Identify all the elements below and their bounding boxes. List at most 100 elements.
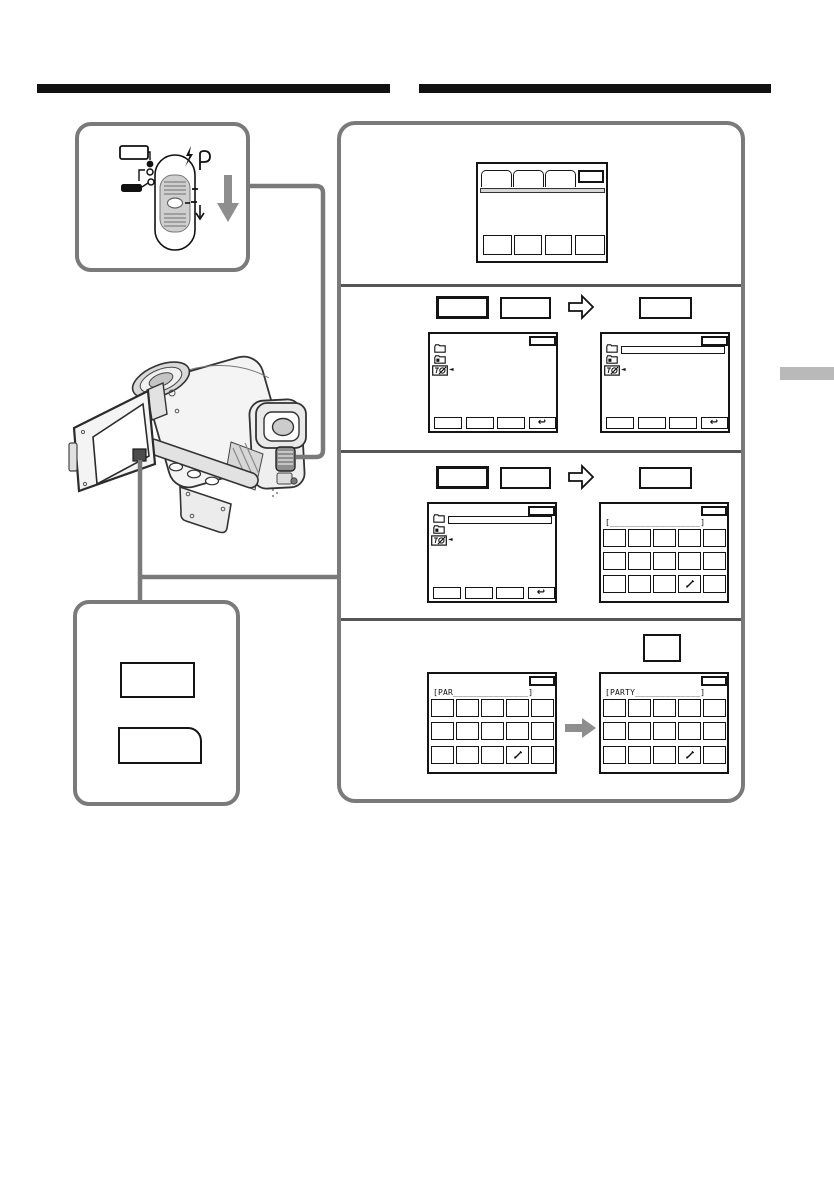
step-divider [341, 450, 741, 453]
character-key [481, 722, 504, 740]
character-key [703, 529, 726, 547]
cursor-icon: ◄ [621, 366, 626, 373]
grip-handle [179, 485, 232, 534]
next-step-arrow-icon [568, 463, 595, 491]
lens-barrel [131, 361, 191, 399]
character-key [431, 746, 454, 764]
screen-soft-key [464, 587, 493, 599]
character-key [431, 722, 454, 740]
character-key [653, 529, 676, 547]
menu-soft-key [544, 235, 572, 255]
pencil-icon [685, 579, 694, 588]
character-key [506, 722, 529, 740]
menu-tab [545, 170, 576, 187]
character-key [456, 699, 479, 717]
name-entry-line: [PARTY_____________] [605, 688, 706, 697]
character-key [678, 552, 701, 570]
mode-position-labels [119, 145, 155, 192]
power-switch-callout-box [75, 122, 250, 272]
step2-button-blank [500, 297, 551, 319]
pencil-icon [685, 750, 694, 759]
p-mark-icon [199, 150, 211, 170]
folder-marked-icon [434, 355, 446, 364]
character-keyboard-screen: [__________________] [599, 502, 729, 603]
lcd-panel [68, 389, 157, 493]
screen-soft-key [433, 587, 461, 599]
mode-label-blank [119, 145, 149, 160]
character-key [603, 722, 626, 740]
character-key [678, 699, 701, 717]
exit-button-blank [529, 336, 556, 346]
character-key [431, 699, 454, 717]
onscreen-button-blank [120, 662, 195, 698]
label-menu-screen: ◄ ↩ [428, 332, 558, 433]
character-key [653, 699, 676, 717]
page-edge-tab [780, 367, 834, 380]
exit-button-blank [528, 506, 555, 516]
selected-item-bar [621, 345, 725, 354]
step3-button-blank [436, 466, 489, 489]
character-key [531, 746, 554, 764]
menu-tab [513, 170, 544, 187]
exit-button-blank [701, 506, 727, 516]
menu-tab-selected [578, 170, 604, 183]
section-rule-left [37, 84, 390, 93]
character-key [481, 746, 504, 764]
character-key [653, 575, 676, 593]
position-tick-marks [191, 188, 198, 203]
lightning-icon [185, 146, 193, 167]
tape-label-icon [431, 535, 447, 546]
screen-soft-key [606, 417, 634, 429]
camcorder-illustration [45, 340, 335, 540]
character-keyboard-screen-partial: [PAR_______________] [427, 672, 557, 774]
folder-marked-icon [606, 355, 618, 364]
position-dot-icon [147, 178, 155, 186]
menu-soft-key [574, 235, 605, 255]
exit-button-blank [529, 676, 555, 686]
name-entry-line: [PAR_______________] [433, 688, 534, 697]
character-key [653, 552, 676, 570]
step4-button-blank [643, 634, 681, 662]
label-menu-screen-selected: ◄ ↩ [427, 502, 557, 603]
menu-index-screen [476, 162, 608, 263]
return-key: ↩ [528, 417, 556, 429]
screen-soft-key [496, 587, 524, 599]
character-key [678, 722, 701, 740]
screen-soft-key [497, 417, 525, 429]
menu-soft-key [514, 235, 542, 255]
character-key [628, 552, 651, 570]
tape-label-icon [604, 365, 620, 376]
character-key [628, 722, 651, 740]
step3-button-blank [500, 467, 551, 489]
character-key [531, 722, 554, 740]
section-rule-right [419, 84, 771, 93]
screen-soft-key [669, 417, 697, 429]
character-key [603, 699, 626, 717]
down-arrow-icon [217, 175, 239, 222]
screen-soft-key [465, 417, 494, 429]
pencil-key [678, 575, 701, 593]
character-key [628, 529, 651, 547]
character-key [703, 746, 726, 764]
character-key [603, 552, 626, 570]
step-divider [341, 284, 741, 287]
character-key [603, 746, 626, 764]
folder-icon [433, 514, 445, 523]
selected-item-bar [448, 515, 552, 524]
folder-icon [606, 344, 618, 353]
pencil-icon [513, 750, 522, 759]
character-key [653, 746, 676, 764]
screen-soft-key [434, 417, 462, 429]
power-switch-diagram [119, 145, 239, 251]
return-icon: ↩ [537, 417, 547, 428]
exit-button-blank [701, 676, 727, 686]
next-step-arrow-icon [568, 293, 595, 321]
pencil-key [678, 746, 701, 764]
character-key [703, 552, 726, 570]
step-divider [341, 618, 741, 621]
character-key [628, 575, 651, 593]
viewfinder [255, 402, 307, 449]
position-dot-icon [146, 168, 154, 176]
step2-button-blank [436, 296, 489, 319]
